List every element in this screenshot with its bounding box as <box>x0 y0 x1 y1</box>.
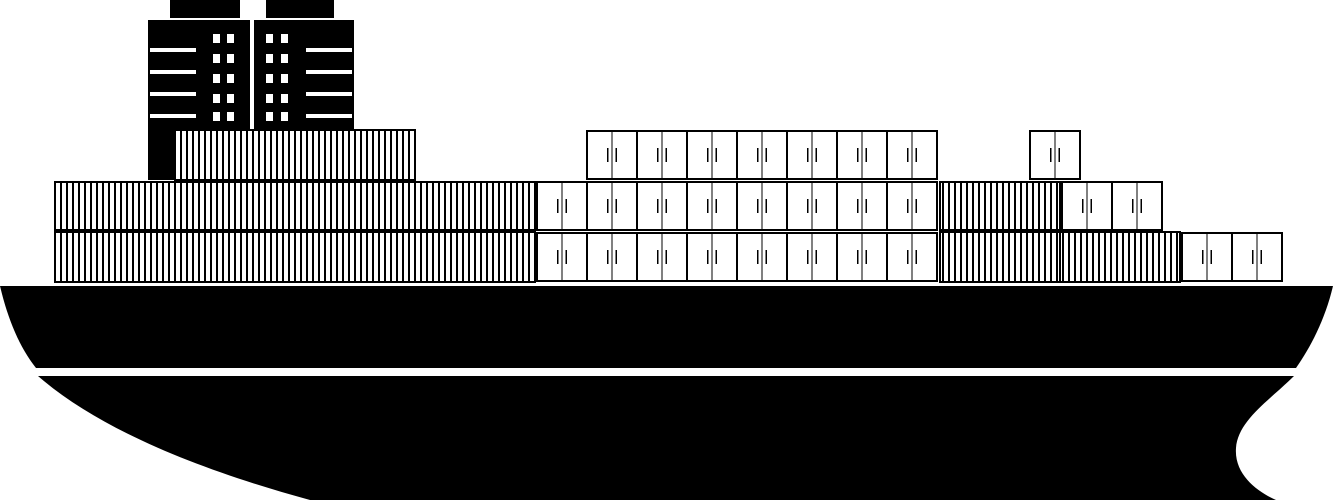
door-container <box>886 232 938 282</box>
door-container <box>586 130 638 180</box>
ribbed-container <box>939 181 1061 231</box>
ribbed-container <box>174 181 416 231</box>
door-container <box>636 130 688 180</box>
door-container <box>1061 181 1113 231</box>
ribbed-container <box>54 181 176 231</box>
door-container <box>836 181 888 231</box>
door-container <box>686 181 738 231</box>
door-container <box>1181 232 1233 282</box>
door-container <box>1111 181 1163 231</box>
door-container <box>686 232 738 282</box>
ribbed-container <box>174 129 416 181</box>
door-container <box>586 232 638 282</box>
door-container <box>736 232 788 282</box>
door-container <box>736 181 788 231</box>
ribbed-container <box>1059 231 1181 283</box>
ribbed-container <box>939 231 1061 283</box>
door-container <box>886 181 938 231</box>
door-container <box>786 130 838 180</box>
door-container <box>536 232 588 282</box>
door-container <box>636 232 688 282</box>
door-container <box>686 130 738 180</box>
ribbed-container <box>54 231 176 283</box>
ribbed-container <box>414 231 536 283</box>
door-container <box>736 130 788 180</box>
door-container <box>786 181 838 231</box>
door-container <box>1029 130 1081 180</box>
door-container <box>536 181 588 231</box>
ribbed-container <box>414 181 536 231</box>
hull-lower <box>38 376 1294 500</box>
ribbed-container <box>174 231 416 283</box>
door-container <box>1231 232 1283 282</box>
door-container <box>636 181 688 231</box>
door-container <box>836 130 888 180</box>
door-container <box>786 232 838 282</box>
door-container <box>586 181 638 231</box>
door-containers <box>536 130 1283 282</box>
ribbed-containers <box>54 129 1181 283</box>
door-container <box>886 130 938 180</box>
door-container <box>836 232 888 282</box>
hull-upper <box>0 286 1333 368</box>
